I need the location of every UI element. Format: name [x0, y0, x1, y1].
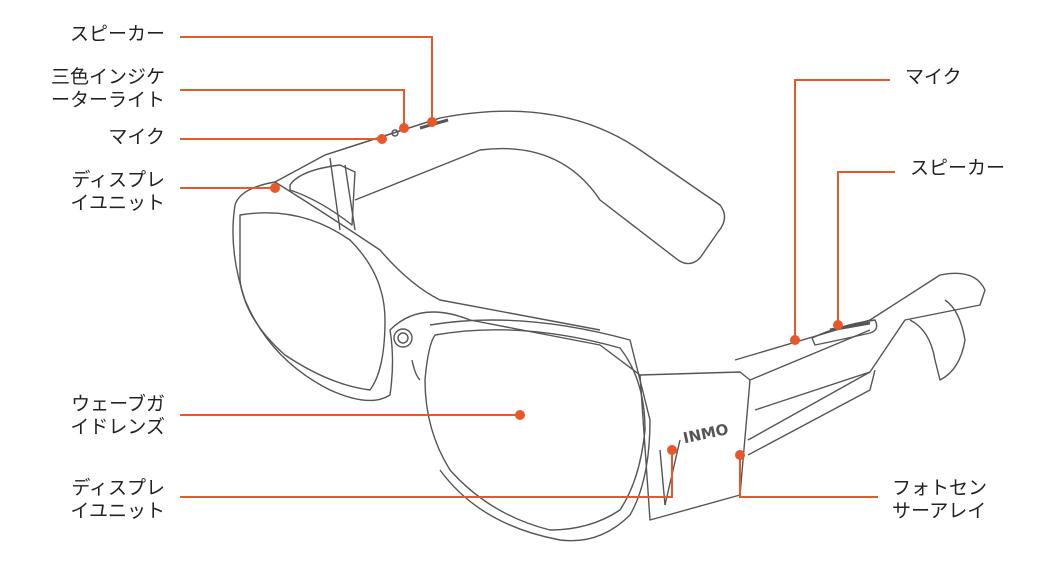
dot-mic-left [377, 134, 387, 144]
label-line: イユニット [70, 500, 165, 522]
dot-speaker-right [833, 320, 843, 330]
label-mic-left: マイク [108, 126, 165, 149]
label-line: フォトセン [892, 477, 988, 499]
dot-display-bottom [667, 445, 677, 455]
label-display-unit-bottom: ディスプレイユニット [70, 477, 165, 523]
label-mic-right: マイク [905, 66, 962, 89]
label-line: マイク [108, 126, 165, 148]
label-photosensor-array: フォトセンサーアレイ [892, 477, 987, 523]
callout-line-speaker-right [837, 171, 895, 325]
label-line: 三色インジケ [50, 66, 165, 88]
label-line: イユニット [70, 192, 165, 214]
glasses-outline [232, 110, 986, 542]
label-line: ウェーブガ [71, 393, 165, 415]
logo: INMO [682, 420, 731, 447]
label-line: ーターライト [50, 89, 165, 111]
label-waveguide-lens: ウェーブガイドレンズ [70, 393, 165, 439]
label-line: イドレンズ [70, 416, 165, 438]
dot-photosensor [735, 450, 745, 460]
callout-line-speaker-left [180, 36, 433, 122]
dot-display-top [270, 183, 280, 193]
label-line: スピーカー [910, 157, 1006, 179]
label-line: スピーカー [69, 23, 165, 45]
callout-line-mic-right [794, 79, 890, 340]
label-speaker-right: スピーカー [910, 157, 1005, 180]
label-indicator-light: 三色インジケーターライト [51, 66, 165, 112]
callout-line-display-bottom [180, 450, 673, 498]
callout-line-photosensor [739, 455, 878, 498]
dot-speaker-left [427, 117, 437, 127]
label-line: マイク [905, 66, 962, 88]
label-line: サーアレイ [892, 500, 987, 522]
label-speaker-left: スピーカー [70, 23, 165, 46]
label-display-unit-top: ディスプレイユニット [70, 169, 165, 215]
dot-mic-right [790, 335, 800, 345]
callout-lines [180, 36, 895, 498]
label-line: ディスプレ [71, 169, 165, 191]
dot-waveguide [515, 410, 525, 420]
callout-dots [270, 117, 843, 460]
callout-line-indicator [180, 89, 405, 128]
label-line: ディスプレ [71, 477, 165, 499]
dot-indicator [399, 123, 409, 133]
